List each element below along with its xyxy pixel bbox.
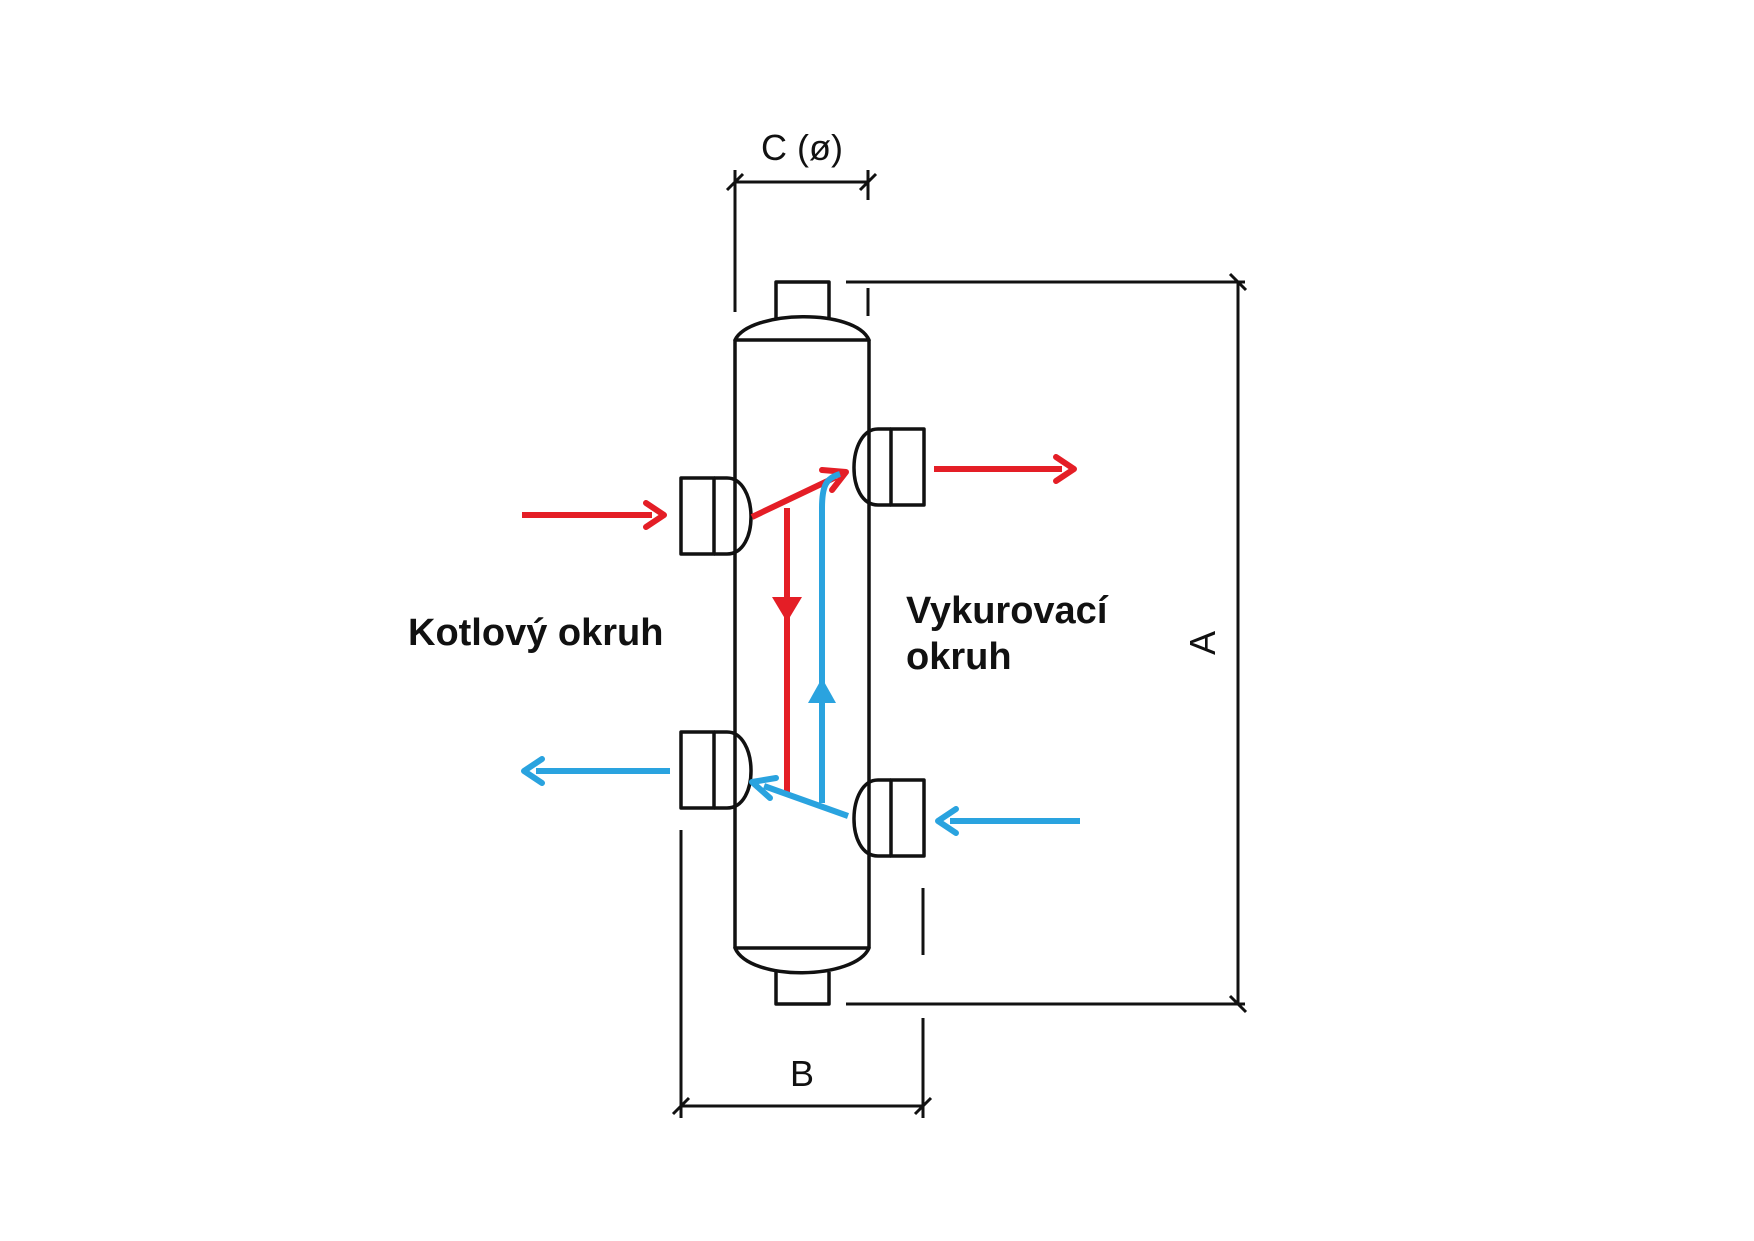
heating-return-arrow	[935, 806, 1080, 836]
heating-circuit-label-line2: okruh	[906, 636, 1012, 678]
bottom-dome	[733, 946, 871, 975]
top-dome	[733, 315, 871, 342]
internal-cold-diagonal	[749, 775, 850, 819]
dimension-c-label: C (ø)	[761, 127, 843, 168]
heating-supply-arrow	[934, 454, 1077, 484]
internal-hot-downflow	[772, 508, 802, 792]
right-upper-connection	[852, 427, 926, 507]
heating-circuit-label-line1: Vykurovací	[906, 590, 1109, 632]
dimension-b: B	[671, 830, 933, 1118]
side-connections	[679, 427, 926, 858]
bottom-nozzle	[774, 972, 831, 1006]
dimension-c: C (ø)	[725, 127, 878, 316]
internal-hot-diagonal	[750, 467, 849, 520]
boiler-return-arrow	[521, 756, 670, 786]
right-lower-connection	[852, 778, 926, 858]
dimension-a-label: A	[1182, 631, 1223, 655]
cold-upflow-arrowhead	[808, 678, 836, 703]
hot-downflow-arrowhead	[772, 597, 802, 622]
dimension-b-label: B	[790, 1053, 814, 1094]
separator-vessel	[733, 280, 871, 1006]
top-nozzle	[774, 280, 831, 318]
internal-cold-upflow	[808, 471, 841, 803]
dimension-a: A	[846, 272, 1248, 1014]
left-upper-connection	[679, 476, 753, 556]
boiler-circuit-label: Kotlový okruh	[408, 612, 663, 654]
boiler-supply-arrow	[522, 500, 667, 530]
left-lower-connection	[679, 730, 753, 810]
